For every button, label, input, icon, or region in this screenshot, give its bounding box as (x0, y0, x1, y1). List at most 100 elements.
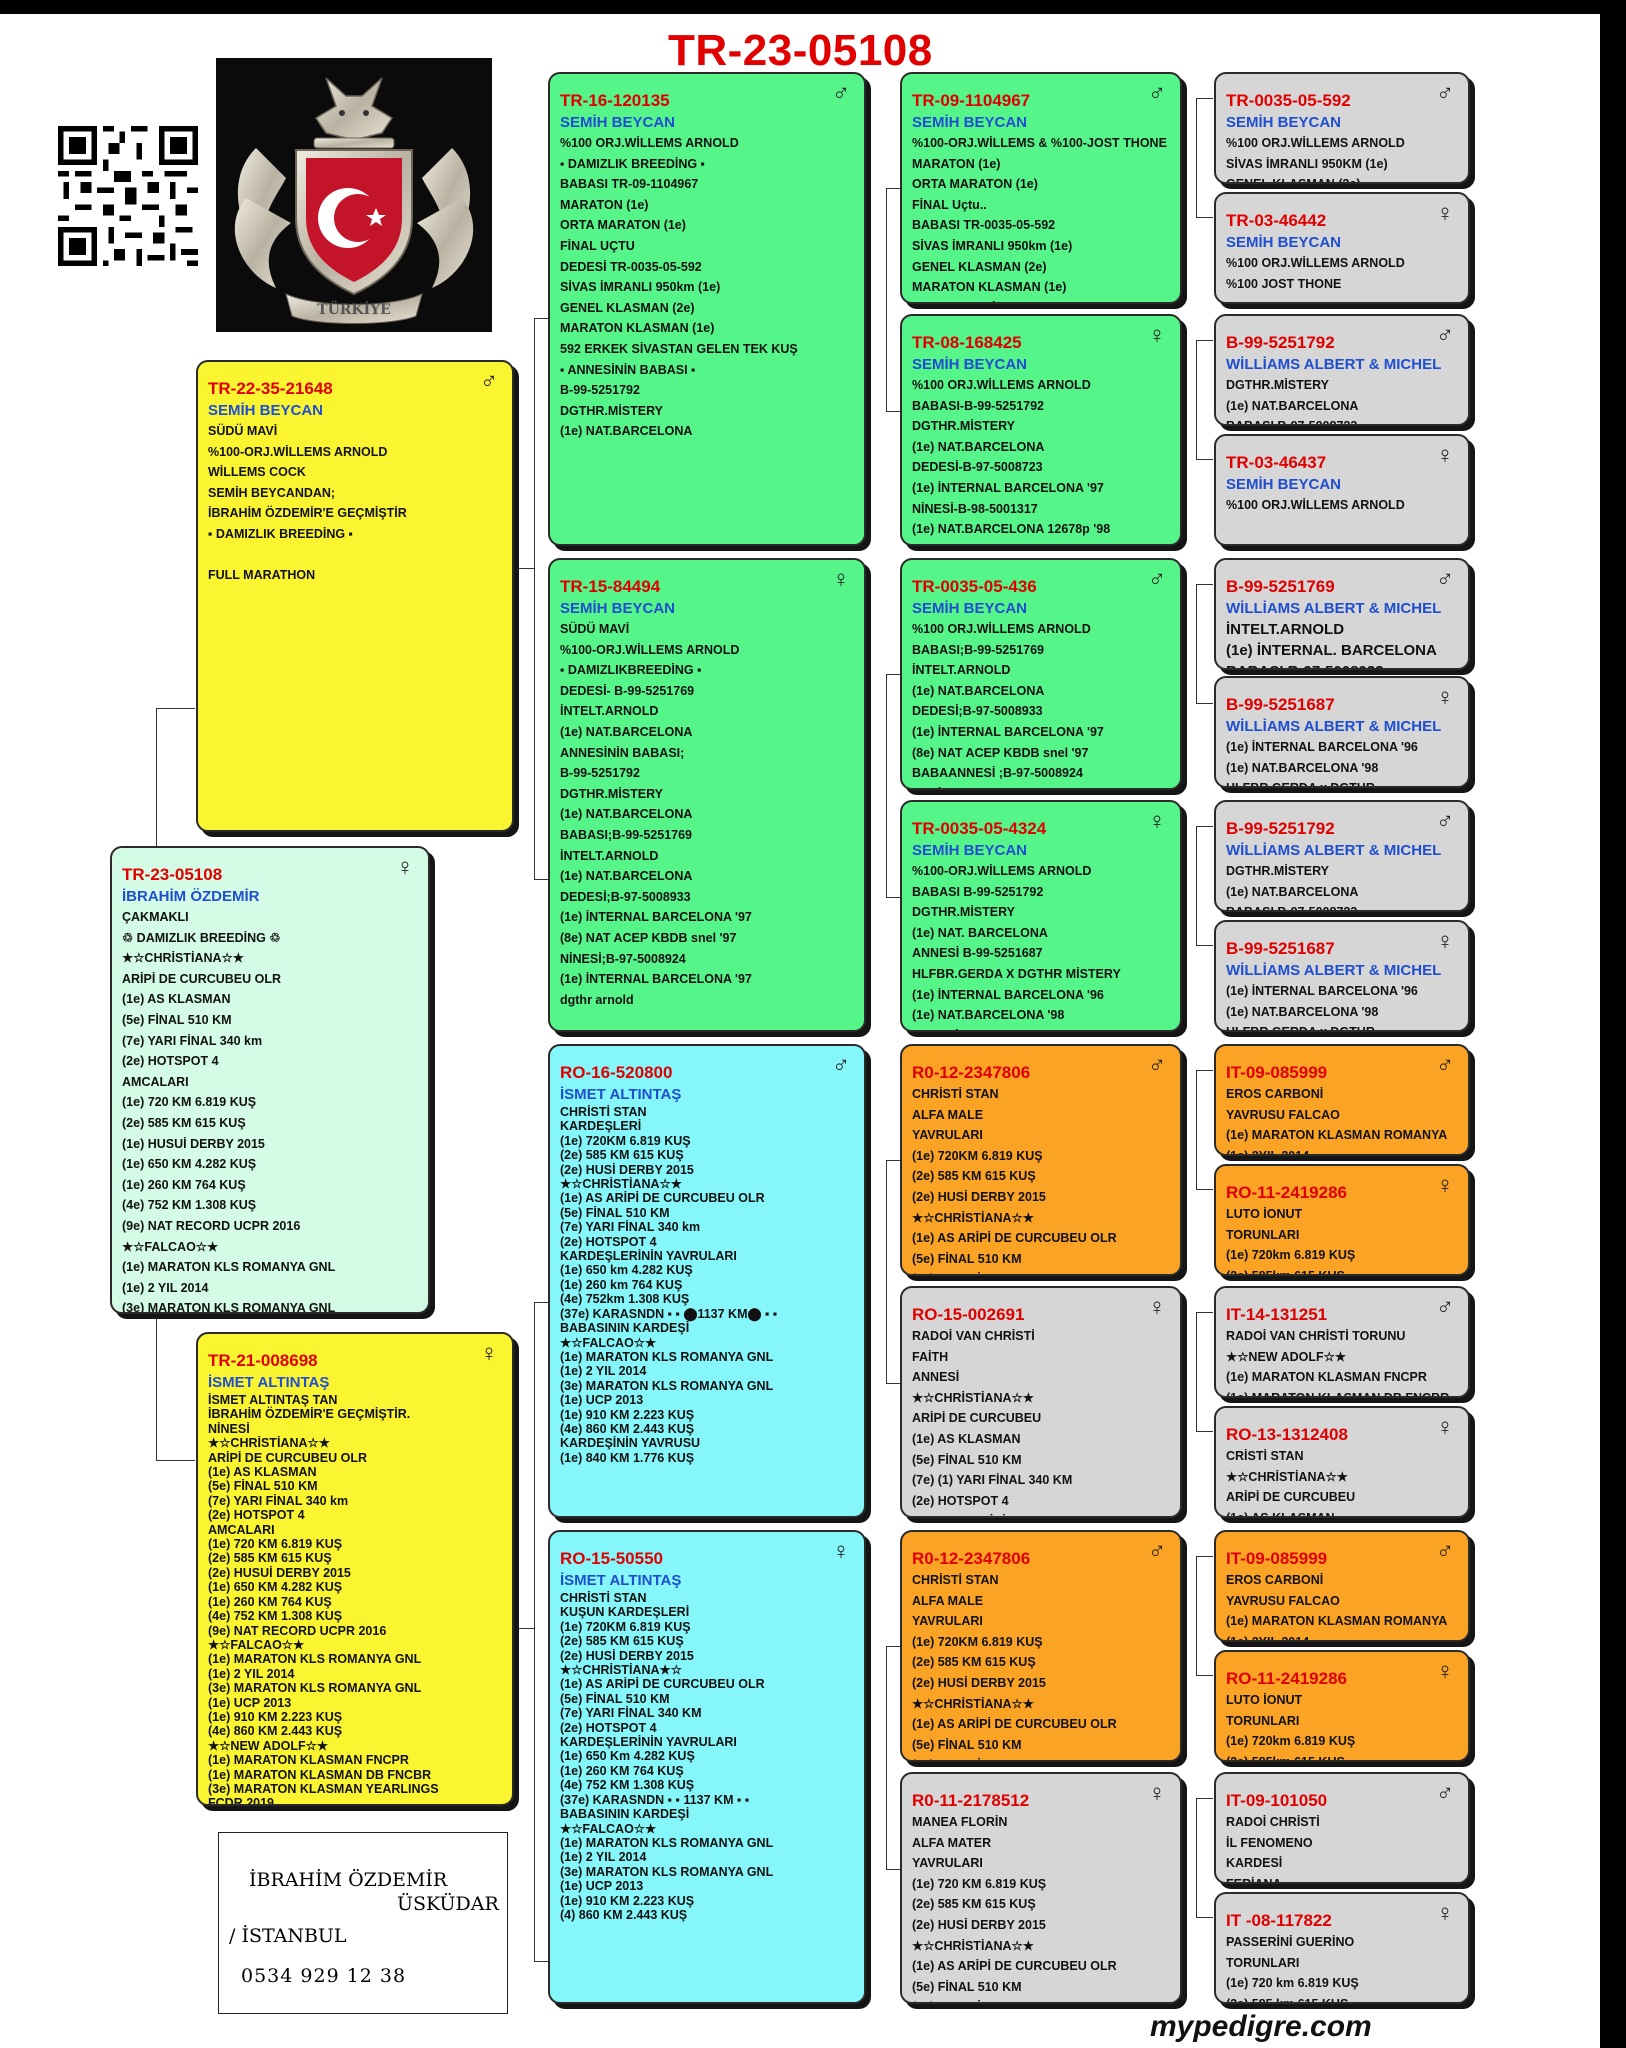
pedigree-line: %100 ORJ.WİLLEMS ARNOLD (912, 622, 1091, 636)
pedigree-line: (2e) HOTSPOT 4 (122, 1054, 219, 1069)
qr-code-icon (58, 126, 198, 266)
tree-connector (886, 188, 901, 412)
pedigree-line: (2e) HUSİ DERBY 2015 (912, 1675, 1046, 1690)
pedigree-line: (1e) NAT.BARCELONA (560, 869, 693, 884)
sex-symbol-icon: ♀ (396, 854, 414, 881)
pedigree-line: DEDESİ B-97-5008723 (912, 1026, 1180, 1030)
tree-connector (514, 568, 534, 569)
pedigree-line: SEMİH BEYCANDAN; (208, 485, 336, 500)
pedigree-line: AMCALARI (122, 1074, 189, 1089)
pedigree-line: ÇAKMAKLI (122, 910, 189, 924)
pedigree-line: GENEL KLASMAN (2e) (560, 300, 695, 315)
pedigree-line: (4) 860 KM 2.443 KUŞ (560, 1907, 688, 1922)
pedigree-line: YAVRULARI (912, 1128, 983, 1143)
pedigree-line: (1e) NAT.BARCELONA (912, 439, 1045, 454)
ring-number: B-99-5251792 (1226, 333, 1335, 352)
sex-symbol-icon: ♂ (1436, 80, 1454, 107)
top-border (0, 0, 1600, 14)
sex-symbol-icon: ♂ (832, 80, 850, 107)
pedigree-line: (5e) FİNAL 510 KM (912, 1251, 1022, 1266)
pedigree-line: BABASI;B-99-5251769 (560, 827, 693, 842)
pedigree-line: (1e) 720 KM 6.819 KUŞ (208, 1537, 343, 1552)
pedigree-line: (7e) YARI FİNAL 340 KM (912, 1269, 1180, 1274)
pedigree-line: ★☆NEW ADOLF☆★ (1226, 1349, 1347, 1364)
pedigree-line: SİVAS İMRANLI 950km (1e) (560, 280, 721, 295)
pedigree-line: ARİPİ DE CURCUBEU (1226, 1490, 1356, 1505)
pedigree-line: (4e) 752 KM 1.308 KUŞ (122, 1198, 257, 1213)
ring-number: RO-11-2419286 (1226, 1669, 1347, 1688)
pedigree-line: (1e) İNTERNAL BARCELONA '96 (1226, 984, 1418, 998)
pedigree-line: NİNESİ;B-97-5008924 (560, 951, 686, 966)
pedigree-line: BABASI B-99-5251792 (912, 884, 1044, 899)
pedigree-line: RADOİ VAN CHRİSTİ (912, 1329, 1035, 1343)
ring-number: IT -08-117822 (1226, 1911, 1332, 1930)
footer-site-link[interactable]: mypedigre.com (1150, 2010, 1372, 2043)
ring-number: IT-14-131251 (1226, 1305, 1328, 1324)
pedigree-line: (1e) NAT.BARCELONA (912, 683, 1045, 698)
pedigree-line: (1e) 2 YIL 2014 (560, 1850, 647, 1865)
pedigree-line: İNTELT.ARNOLD (560, 848, 659, 863)
pedigree-line: BABASININ KARDEŞİ (560, 1807, 690, 1822)
pedigree-line: (1e) İNTERNAL BARCELONA '97 (560, 972, 752, 987)
pedigree-line: (1e) 910 KM 2.223 KUŞ (560, 1893, 695, 1908)
pedigree-line: %100-ORJ.WİLLEMS ARNOLD (208, 444, 388, 459)
pedigree-line: ▪ ANNESİNİN BABASI ▪ (560, 362, 696, 377)
pedigree-line: (1e) 720 KM 6.819 KUŞ (122, 1095, 257, 1110)
logo-banner-text: TÜRKİYE (317, 299, 391, 318)
ring-number: B-99-5251687 (1226, 695, 1335, 714)
pedigree-line: (2e) HOTSPOT 4 (208, 1508, 305, 1523)
pedigree-line: (1e) NAT.BARCELONA (560, 807, 693, 822)
pedigree-line: (1e) UCP 2013 (560, 1393, 644, 1408)
sex-symbol-icon: ♀ (1436, 200, 1454, 227)
sex-symbol-icon: ♂ (1148, 1538, 1166, 1565)
ring-number: R0-12-2347806 (912, 1549, 1031, 1568)
ring-number: TR-23-05108 (122, 865, 223, 884)
pedigree-line: %100-ORJ.WİLLEMS ARNOLD (560, 642, 740, 657)
pedigree-line: TORUNLARI (1226, 1713, 1300, 1728)
pedigree-line: (1e) AS ARİPİ DE CURCUBEU OLR (560, 1191, 765, 1206)
pedigree-line: KARDEŞLERİNİN YAVRULARI (560, 1735, 737, 1750)
pedigree-line: (1e) MARATON KLASMAN DB FNCBR (208, 1767, 432, 1782)
pedigree-line: ★☆FALCAO☆★ (560, 1335, 657, 1350)
pedigree-line: (2e) HUSİ DERBY 2015 (912, 1917, 1046, 1932)
pedigree-line: SÜDÜ MAVİ (560, 622, 630, 636)
pedigree-line: EROS CARBONİ (1226, 1573, 1324, 1587)
pedigree-line: ARİPİ DE CURCUBEU (912, 1411, 1042, 1426)
ring-number: RO-15-002691 (912, 1305, 1025, 1324)
pedigree-line: (1e) MARATON KLS ROMANYA GNL (122, 1260, 336, 1275)
pedigree-line: (1e) 650 Km 4.282 KUŞ (560, 1749, 695, 1764)
pedigree-line: (7e) YARI FİNAL 340 km (560, 1220, 701, 1235)
ring-number: RO-15-50550 (560, 1549, 664, 1568)
